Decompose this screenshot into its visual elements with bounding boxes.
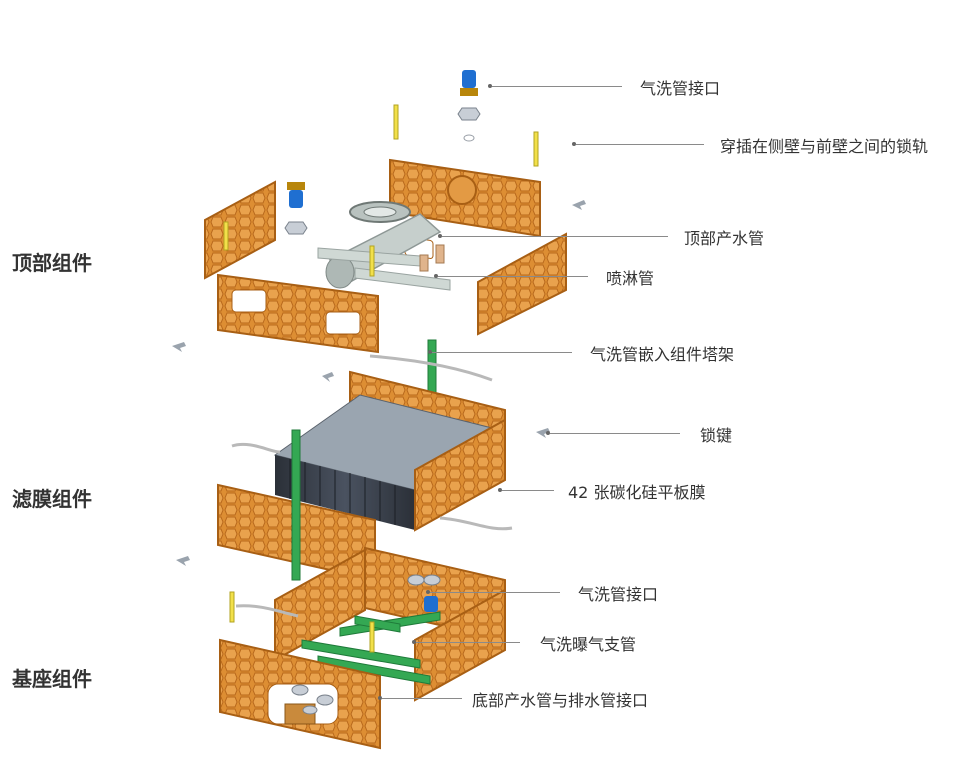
callout-lock-rail: 穿插在侧壁与前壁之间的锁轨 — [720, 137, 929, 156]
group-label-membrane: 滤膜组件 — [12, 487, 92, 511]
base-assembly — [219, 546, 506, 750]
group-label-top: 顶部组件 — [12, 251, 92, 275]
leader-line — [432, 352, 572, 353]
aeration-branch-pipes — [301, 611, 441, 685]
callout-spray-pipe: 喷淋管 — [606, 269, 655, 288]
membrane-assembly — [176, 339, 550, 582]
callout-membrane-sheets: 42 张碳化硅平板膜 — [568, 483, 706, 502]
top-left-wall — [204, 180, 276, 280]
spray-pipes — [317, 244, 451, 291]
top-assembly — [172, 70, 586, 382]
top-air-fitting — [457, 70, 481, 142]
lock-rails — [223, 104, 539, 277]
leader-line — [442, 236, 668, 237]
leader-line — [492, 86, 622, 87]
leader-dots — [378, 84, 576, 700]
leader-line — [382, 698, 462, 699]
leader-line — [550, 433, 680, 434]
leader-line — [502, 490, 554, 491]
callout-air-inlet-top: 气洗管接口 — [640, 79, 721, 98]
base-air-fitting — [407, 574, 441, 612]
callout-air-inlet-base: 气洗管接口 — [578, 585, 659, 604]
air-pipe-tower-left — [291, 429, 301, 581]
lock-key — [536, 428, 550, 438]
top-front-wall — [217, 273, 379, 354]
callout-lock-key: 锁键 — [700, 426, 733, 445]
leader-line — [416, 642, 520, 643]
callout-bottom-outlets: 底部产水管与排水管接口 — [472, 691, 649, 710]
top-product-pipe — [325, 201, 442, 289]
left-air-fitting — [284, 182, 308, 235]
callout-air-pipe-tower: 气洗管嵌入组件塔架 — [590, 345, 735, 364]
callout-top-product-pipe: 顶部产水管 — [684, 229, 765, 248]
leader-line — [438, 276, 588, 277]
leader-line — [430, 592, 560, 593]
group-label-base: 基座组件 — [12, 667, 92, 691]
bottom-outlet-fittings — [284, 684, 334, 725]
callout-aeration-branch: 气洗曝气支管 — [540, 635, 637, 654]
lock-keys-top — [172, 200, 586, 382]
top-right-wall — [477, 232, 567, 336]
leader-line — [576, 144, 704, 145]
